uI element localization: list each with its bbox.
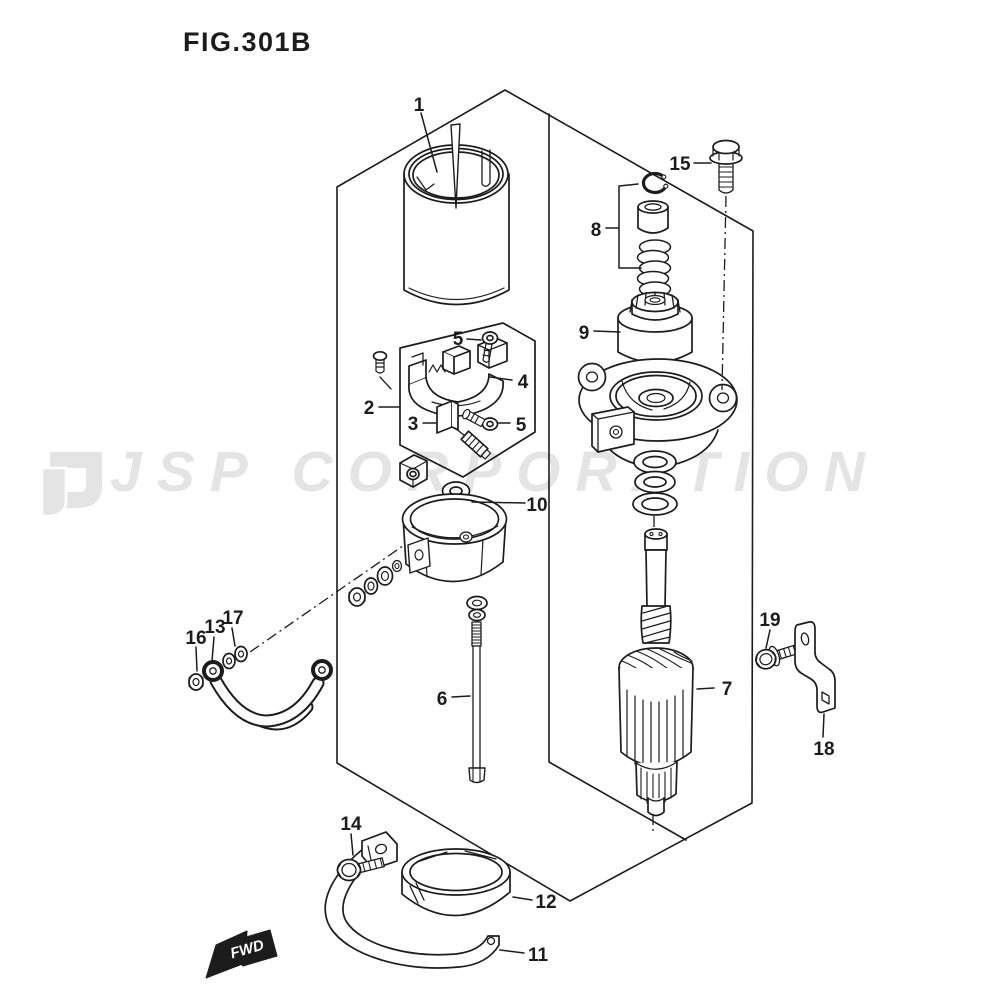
part-front-bracket (577, 358, 738, 469)
part-6-bolt (466, 595, 488, 784)
part-2-terminal-nut (399, 454, 428, 488)
callout-10: 10 (526, 495, 547, 516)
part-4-brush-plate (408, 337, 508, 417)
part-1-motor-housing (403, 123, 510, 306)
callout-7: 7 (722, 679, 733, 700)
part-8-spring (636, 239, 672, 297)
callout-1: 1 (414, 95, 425, 116)
callout-5b: 5 (516, 415, 527, 436)
callout-18: 18 (813, 739, 834, 760)
callout-16: 16 (185, 628, 206, 649)
part-17-washers (222, 645, 248, 670)
cable-leader-chain (249, 540, 411, 653)
part-end-cap-housing (401, 493, 508, 583)
assembly-outline (336, 89, 754, 902)
callout-17: 17 (222, 608, 243, 629)
callout-13: 13 (204, 617, 225, 638)
callout-11: 11 (528, 945, 549, 966)
callout-4: 4 (518, 372, 529, 393)
callout-labels: 1 2 3 4 5 5 6 7 8 9 10 11 12 13 14 15 16… (185, 95, 834, 966)
callout-9: 9 (579, 323, 590, 344)
center-chain-lines (652, 195, 727, 831)
callout-12: 12 (535, 892, 556, 913)
callout-6: 6 (437, 689, 448, 710)
callout-3: 3 (408, 414, 419, 435)
part-19-bolt (755, 644, 799, 670)
part-battery-cable (202, 659, 333, 731)
callout-8: 8 (591, 220, 602, 241)
fwd-arrow (205, 929, 278, 979)
part-terminal-washer-stack (348, 559, 403, 607)
part-3-brush (436, 400, 492, 460)
callout-15: 15 (669, 154, 691, 175)
part-11-strap (324, 831, 500, 969)
part-2-brush-holder-box (399, 322, 536, 478)
part-5-screw-bottom (462, 408, 499, 431)
part-12-collar (401, 848, 511, 917)
callout-19: 19 (759, 610, 780, 631)
callout-leaders (195, 112, 825, 954)
part-18-bracket (794, 621, 836, 714)
part-16-nut (188, 673, 204, 691)
figure-title: FIG.301B (183, 27, 313, 57)
callout-14: 14 (340, 814, 362, 835)
part-2-screw (372, 350, 392, 390)
part-7-armature (618, 528, 694, 817)
part-5-screw-top (481, 331, 499, 363)
part-9-pinion (617, 291, 693, 364)
part-14-bolt (336, 857, 385, 882)
part-o-rings (632, 450, 678, 516)
part-8-stopper (637, 200, 669, 234)
callout-2: 2 (364, 398, 375, 419)
part-15-bolt (709, 139, 743, 194)
part-8-snap-ring (641, 171, 669, 195)
callout-5a: 5 (453, 329, 464, 350)
